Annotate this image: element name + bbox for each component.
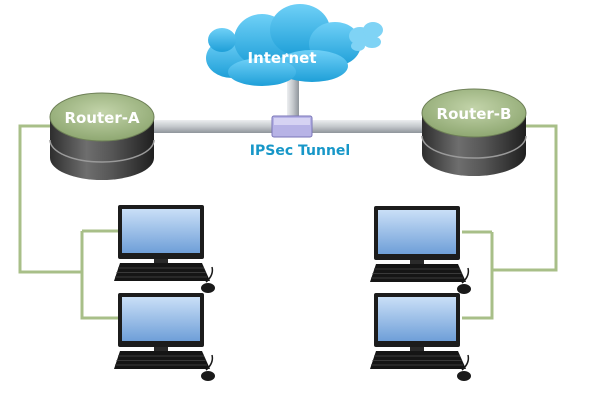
router-a-label: Router-A xyxy=(64,109,140,127)
computer-a1 xyxy=(114,205,215,293)
computer-b2 xyxy=(370,293,471,381)
mouse-icon xyxy=(201,283,215,293)
router-icon xyxy=(49,92,155,180)
monitor-icon xyxy=(118,205,204,263)
lan-lines xyxy=(18,124,558,320)
mouse-icon xyxy=(457,284,471,294)
keyboard-icon xyxy=(114,263,210,281)
lan-line-a1 xyxy=(80,231,118,320)
lan-line-a xyxy=(18,124,82,274)
router-a: Router-A xyxy=(49,92,155,180)
mouse-icon xyxy=(201,371,215,381)
mouse-icon xyxy=(457,371,471,381)
keyboard-icon xyxy=(370,264,466,282)
keyboard-icon xyxy=(370,351,466,369)
monitor-icon xyxy=(118,293,204,351)
router-b: Router-B xyxy=(421,88,527,176)
keyboard-icon xyxy=(114,351,210,369)
computer-b1 xyxy=(370,206,471,294)
computer-a2 xyxy=(114,293,215,381)
router-icon xyxy=(421,88,527,176)
cloud-icon: Internet xyxy=(206,4,383,86)
internet-label: Internet xyxy=(247,49,316,67)
monitor-icon xyxy=(374,293,460,351)
tunnel-label: IPSec Tunnel xyxy=(250,143,350,159)
router-b-label: Router-B xyxy=(437,105,512,123)
monitor-icon xyxy=(374,206,460,264)
tunnel-box xyxy=(271,115,313,138)
lan-line-b1 xyxy=(462,232,494,320)
internet-pipe xyxy=(287,72,299,128)
lan-line-b xyxy=(492,124,558,272)
